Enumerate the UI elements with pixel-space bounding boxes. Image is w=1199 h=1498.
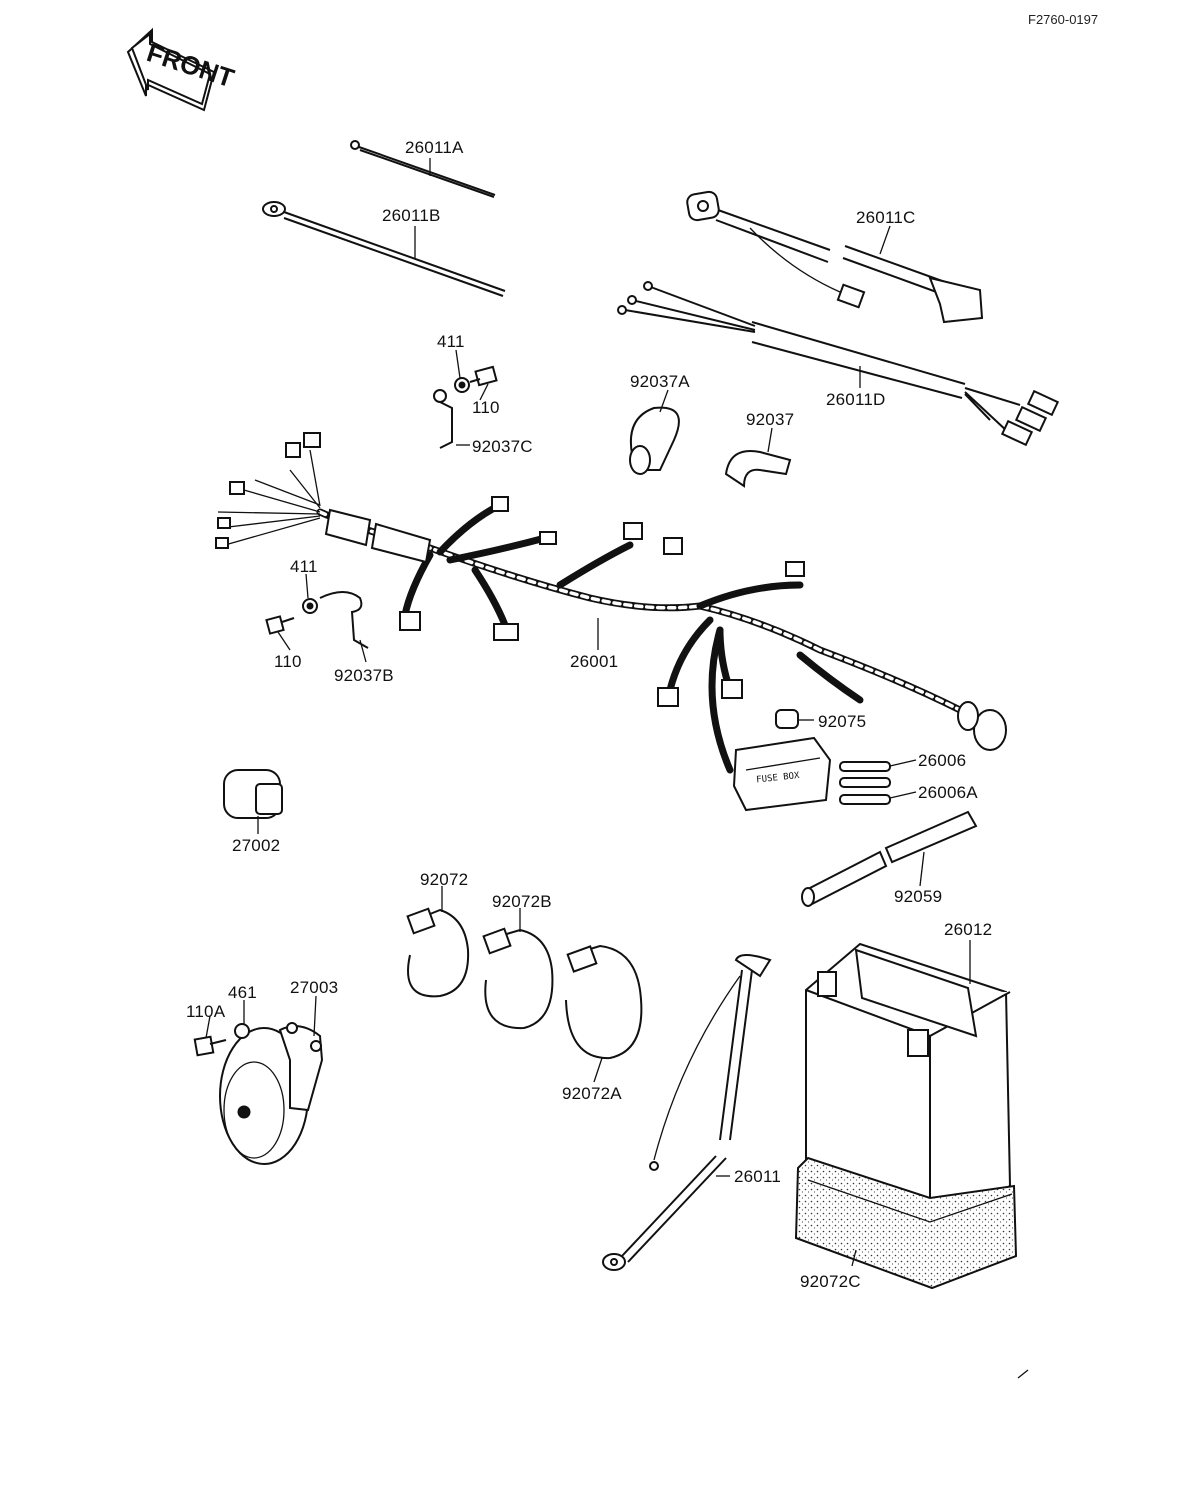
horn-27003: [193, 1022, 324, 1165]
label-92072a: 92072A: [562, 1084, 622, 1103]
bracket-92037c: [433, 365, 498, 449]
front-arrow-icon: FRONT: [126, 27, 238, 112]
label-92072c: 92072C: [800, 1272, 861, 1291]
label-26011a: 26011A: [405, 138, 464, 157]
harness-26011d: [617, 281, 1060, 447]
label-110a: 110A: [186, 1002, 226, 1021]
band-92072a: [565, 944, 643, 1060]
label-26011: 26011: [734, 1167, 782, 1186]
label-461: 461: [228, 983, 257, 1002]
grommet-92075: [775, 709, 799, 729]
label-26012: 26012: [944, 920, 993, 939]
tube-92059: [801, 810, 978, 907]
cable-26011c: [686, 190, 984, 324]
label-92059: 92059: [894, 887, 943, 906]
label-27002: 27002: [232, 836, 281, 855]
bracket-92037b: [265, 591, 369, 649]
label-26011d: 26011D: [826, 390, 886, 409]
label-27003: 27003: [290, 978, 339, 997]
lead-26011a: [350, 140, 496, 198]
label-411-top: 411: [437, 332, 465, 351]
relay-27002: [223, 769, 283, 819]
tray-92072c: [794, 1156, 1018, 1290]
band-92072b: [482, 927, 554, 1030]
label-26001: 26001: [570, 652, 619, 671]
main-harness-26001: [215, 432, 1007, 774]
clamp-92037: [724, 450, 792, 488]
label-92072b: 92072B: [492, 892, 552, 911]
fuse-box-icon: FUSE BOX: [732, 736, 832, 812]
fuses-26006: [839, 761, 891, 805]
band-92072: [406, 907, 470, 998]
lead-26011b: [262, 201, 506, 297]
label-26006: 26006: [918, 751, 967, 770]
label-411-mid: 411: [290, 557, 318, 576]
label-26011c: 26011C: [856, 208, 916, 227]
label-26011b: 26011B: [382, 206, 441, 225]
label-110-mid: 110: [274, 652, 302, 671]
label-26006a: 26006A: [918, 783, 978, 802]
leader-lines: [205, 158, 1029, 1379]
lead-26011: [602, 954, 772, 1271]
document-code: F2760-0197: [1028, 12, 1099, 27]
label-110-top: 110: [472, 398, 500, 417]
label-92037c: 92037C: [472, 437, 533, 456]
clamp-92037a: [629, 406, 680, 475]
label-92037: 92037: [746, 410, 795, 429]
label-92072: 92072: [420, 870, 469, 889]
label-92037a: 92037A: [630, 372, 690, 391]
label-92075: 92075: [818, 712, 867, 731]
fuse-box-text: FUSE BOX: [756, 771, 801, 786]
label-92037b: 92037B: [334, 666, 394, 685]
